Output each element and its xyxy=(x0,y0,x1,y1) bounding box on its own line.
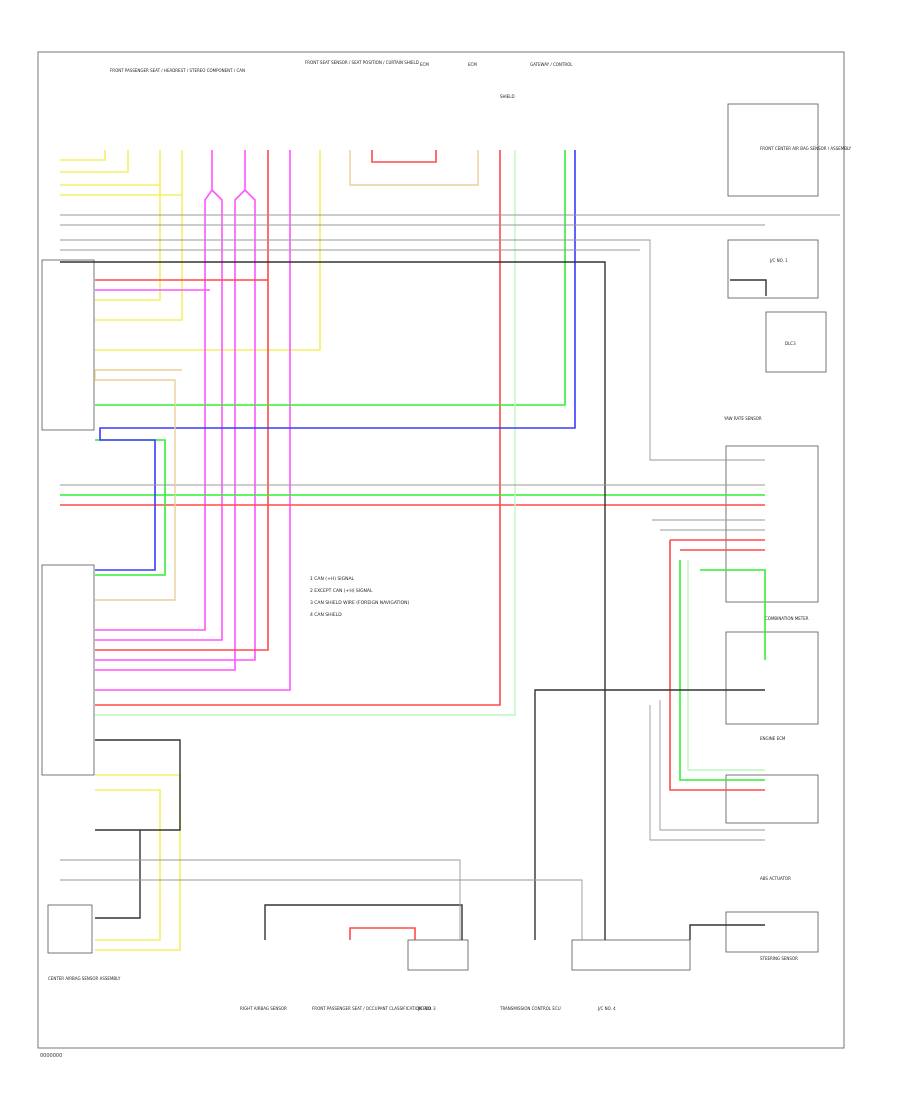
legend-item-1: 1 CAN (+H) SIGNAL xyxy=(310,576,355,582)
box-combination-meter xyxy=(725,445,819,603)
box-junction xyxy=(727,239,819,299)
label-ecm-a: ECM xyxy=(420,62,429,67)
label-yaw: YAW RATE SENSOR xyxy=(723,416,762,421)
label-bottom-b4: TRANSMISSION CONTROL ECU xyxy=(499,1006,561,1011)
legend-item-2: 2 EXCEPT CAN (+H) SIGNAL xyxy=(310,588,373,594)
label-front-left-top: FRONT PASSENGER SEAT / HEADREST / STEREO… xyxy=(110,68,245,73)
box-left-lower xyxy=(41,564,95,776)
diagram-border xyxy=(37,51,845,1049)
label-bottom-left-module: CENTER AIRBAG SENSOR ASSEMBLY xyxy=(48,976,121,981)
box-engine-ecm xyxy=(725,631,819,725)
wires-yellow xyxy=(60,150,321,951)
wires-light-green xyxy=(95,150,765,771)
legend-item-4: 4 CAN SHIELD xyxy=(310,612,342,618)
wires-tan xyxy=(94,150,479,601)
wires-red xyxy=(60,150,765,940)
footer-code: 0000000 xyxy=(40,1053,62,1059)
label-bottom-b2: FRONT PASSENGER SEAT / OCCUPANT CLASSIFI… xyxy=(312,1006,431,1011)
label-combination-meter: COMBINATION METER xyxy=(765,616,809,621)
label-dlc3: DLC3 xyxy=(785,341,796,346)
label-steering: STEERING SENSOR xyxy=(760,956,798,961)
box-abs-actuator xyxy=(725,774,819,824)
box-right-top xyxy=(727,103,819,197)
label-bottom-b1: RIGHT AIRBAG SENSOR xyxy=(240,1006,287,1011)
label-bottom-b3: J/C NO. 3 xyxy=(417,1006,436,1011)
box-bottom-left-module xyxy=(47,904,93,954)
wires-green xyxy=(60,150,766,781)
label-gateway: GATEWAY / CONTROL xyxy=(530,62,573,67)
box-pdf xyxy=(407,939,469,971)
label-center-top: FRONT SEAT SENSOR / SEAT POSITION / CURT… xyxy=(305,60,419,65)
box-left-main xyxy=(41,259,95,431)
box-steering xyxy=(725,911,819,953)
label-engine-ecm: ENGINE ECM xyxy=(760,736,786,741)
box-dlc3 xyxy=(765,311,827,373)
legend-item-3: 3 CAN SHIELD WIRE (FOREIGN NAVIGATION) xyxy=(310,600,410,606)
wires-black xyxy=(60,261,767,940)
label-abs-actuator: ABS ACTUATOR xyxy=(760,876,791,881)
label-bottom-b5: J/C NO. 4 xyxy=(597,1006,616,1011)
box-j-c-4 xyxy=(571,939,691,971)
label-ecm-b: ECM xyxy=(468,62,477,67)
wires-pink xyxy=(95,150,291,691)
label-right-top: FRONT CENTER AIR BAG SENSOR / ASSEMBLY xyxy=(760,146,852,151)
label-shield: SHIELD xyxy=(500,94,515,99)
label-junction: J/C NO. 1 xyxy=(769,258,788,263)
legend: 1 CAN (+H) SIGNAL 2 EXCEPT CAN (+H) SIGN… xyxy=(310,576,410,618)
wires-gray xyxy=(60,214,840,940)
wires-blue xyxy=(95,150,576,571)
